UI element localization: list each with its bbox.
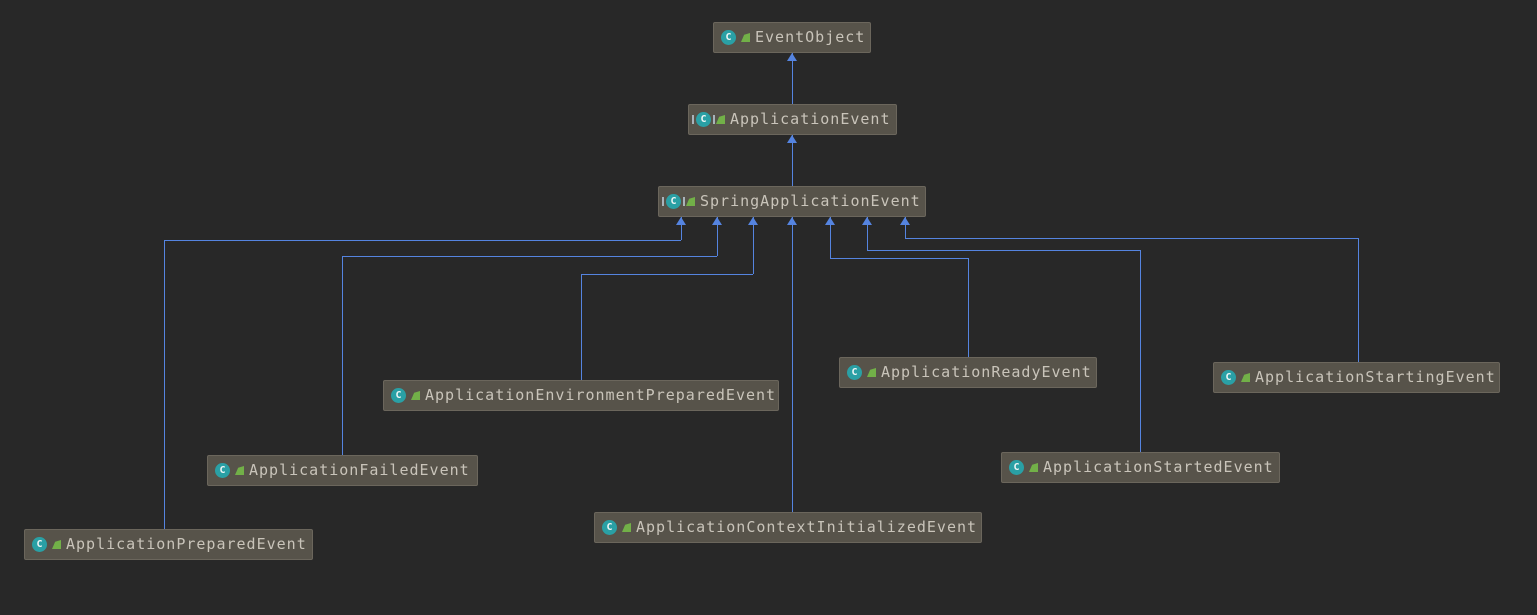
inheritance-arrowhead-icon — [900, 217, 910, 225]
class-icon: C — [391, 388, 406, 403]
inheritance-edge-ApplicationReadyEvent — [830, 217, 831, 258]
abstract-class-icon: C — [662, 194, 685, 209]
class-node-ApplicationEvent[interactable]: C ApplicationEvent — [688, 104, 897, 135]
class-name-label: ApplicationReadyEvent — [881, 363, 1092, 381]
class-name-label: ApplicationPreparedEvent — [66, 535, 307, 553]
modifier-icon — [411, 391, 420, 400]
class-icon: C — [602, 520, 617, 535]
class-name-label: ApplicationStartingEvent — [1255, 368, 1496, 386]
inheritance-edge-ApplicationPreparedEvent — [164, 240, 165, 529]
inheritance-edge-ApplicationStartingEvent — [905, 238, 1358, 239]
class-name-label: ApplicationFailedEvent — [249, 461, 470, 479]
modifier-icon — [235, 466, 244, 475]
class-node-ApplicationEnvironmentPreparedEvent[interactable]: C ApplicationEnvironmentPreparedEvent — [383, 380, 779, 411]
inheritance-edge-ApplicationEvent — [792, 53, 793, 104]
inheritance-edge-SpringApplicationEvent — [792, 135, 793, 186]
inheritance-edge-ApplicationStartedEvent — [867, 250, 1140, 251]
inheritance-arrowhead-icon — [676, 217, 686, 225]
inheritance-edge-ApplicationStartedEvent — [1140, 250, 1141, 452]
modifier-icon — [52, 540, 61, 549]
inheritance-edge-ApplicationPreparedEvent — [681, 217, 682, 240]
inheritance-edge-ApplicationReadyEvent — [830, 258, 968, 259]
inheritance-arrowhead-icon — [787, 217, 797, 225]
modifier-icon — [622, 523, 631, 532]
class-icon: C — [1221, 370, 1236, 385]
class-icon: C — [32, 537, 47, 552]
inheritance-edge-ApplicationStartingEvent — [1358, 238, 1359, 362]
modifier-icon — [741, 33, 750, 42]
class-name-label: ApplicationEnvironmentPreparedEvent — [425, 386, 777, 404]
class-icon: C — [215, 463, 230, 478]
inheritance-arrowhead-icon — [787, 135, 797, 143]
class-node-ApplicationStartedEvent[interactable]: C ApplicationStartedEvent — [1001, 452, 1280, 483]
inheritance-edge-ApplicationStartedEvent — [867, 217, 868, 250]
modifier-icon — [1029, 463, 1038, 472]
abstract-class-icon: C — [692, 112, 715, 127]
class-name-label: ApplicationEvent — [730, 110, 891, 128]
class-icon: C — [847, 365, 862, 380]
class-node-ApplicationStartingEvent[interactable]: C ApplicationStartingEvent — [1213, 362, 1500, 393]
inheritance-arrowhead-icon — [748, 217, 758, 225]
inheritance-edge-ApplicationEnvironmentPreparedEvent — [581, 274, 753, 275]
class-icon: C — [721, 30, 736, 45]
inheritance-arrowhead-icon — [825, 217, 835, 225]
inheritance-edge-ApplicationPreparedEvent — [164, 240, 681, 241]
inheritance-edge-ApplicationEnvironmentPreparedEvent — [753, 217, 754, 274]
class-name-label: SpringApplicationEvent — [700, 192, 921, 210]
inheritance-arrowhead-icon — [712, 217, 722, 225]
class-icon: C — [1009, 460, 1024, 475]
class-name-label: ApplicationContextInitializedEvent — [636, 518, 978, 536]
class-node-ApplicationContextInitializedEvent[interactable]: C ApplicationContextInitializedEvent — [594, 512, 982, 543]
inheritance-edge-ApplicationFailedEvent — [717, 217, 718, 256]
class-node-EventObject[interactable]: C EventObject — [713, 22, 871, 53]
modifier-icon — [716, 115, 725, 124]
inheritance-edge-ApplicationFailedEvent — [342, 256, 343, 455]
modifier-icon — [686, 197, 695, 206]
class-name-label: ApplicationStartedEvent — [1043, 458, 1274, 476]
class-name-label: EventObject — [755, 28, 866, 46]
inheritance-arrowhead-icon — [862, 217, 872, 225]
inheritance-edge-ApplicationStartingEvent — [905, 217, 906, 238]
class-node-ApplicationReadyEvent[interactable]: C ApplicationReadyEvent — [839, 357, 1097, 388]
inheritance-edge-ApplicationReadyEvent — [968, 258, 969, 357]
inheritance-edge-ApplicationEnvironmentPreparedEvent — [581, 274, 582, 380]
class-node-ApplicationFailedEvent[interactable]: C ApplicationFailedEvent — [207, 455, 478, 486]
modifier-icon — [1241, 373, 1250, 382]
inheritance-edge-ApplicationContextInitializedEvent — [792, 217, 793, 512]
class-node-SpringApplicationEvent[interactable]: C SpringApplicationEvent — [658, 186, 926, 217]
inheritance-edge-ApplicationFailedEvent — [342, 256, 717, 257]
class-node-ApplicationPreparedEvent[interactable]: C ApplicationPreparedEvent — [24, 529, 313, 560]
inheritance-arrowhead-icon — [787, 53, 797, 61]
modifier-icon — [867, 368, 876, 377]
